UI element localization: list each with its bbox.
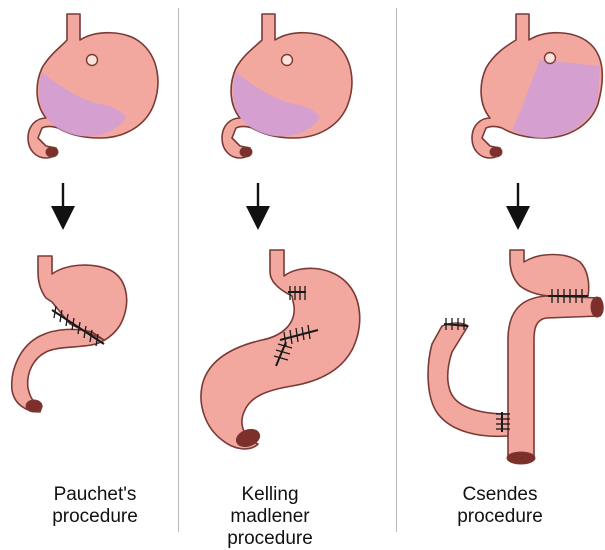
csendes-original-stomach [472, 14, 602, 158]
kelling-result-stomach [201, 250, 360, 450]
caption-line: Csendes [405, 484, 595, 506]
csendes-result-stomach [428, 250, 603, 464]
caption-line: madlener [175, 506, 365, 528]
pylorus-landmark-icon [282, 55, 293, 66]
caption-kelling-madlener: Kelling madlener procedure [175, 484, 365, 550]
pylorus-landmark-icon [545, 53, 556, 64]
caption-line: procedure [175, 528, 365, 550]
pylorus-landmark-icon [87, 55, 98, 66]
caption-csendes: Csendes procedure [405, 484, 595, 528]
caption-line: Kelling [175, 484, 365, 506]
caption-pauchet: Pauchet's procedure [0, 484, 190, 528]
pauchet-original-stomach [28, 14, 158, 158]
pauchet-result-stomach [12, 256, 127, 412]
caption-line: Pauchet's [0, 484, 190, 506]
caption-line: procedure [0, 506, 190, 528]
caption-line: procedure [405, 506, 595, 528]
kelling-original-stomach [222, 14, 352, 158]
